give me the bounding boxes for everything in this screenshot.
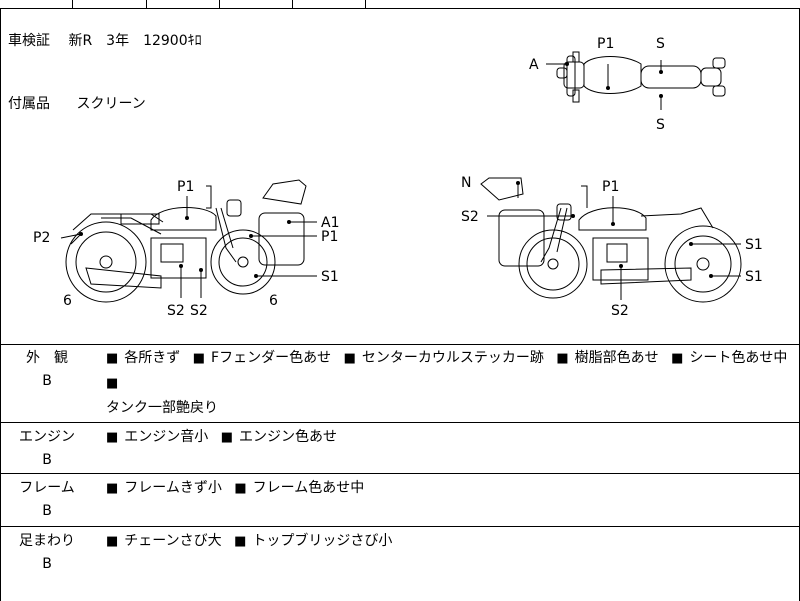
row-grade: B (42, 503, 52, 519)
condition-item: ■チェーンさび大 (106, 533, 222, 549)
damage-markers (79, 62, 713, 278)
row-label: 外 観 (26, 350, 68, 366)
label-left-a1: A1 (321, 215, 339, 231)
row-grade: B (42, 556, 52, 572)
row-label: エンジン (19, 429, 75, 445)
bullet: ■ (106, 376, 119, 391)
top-cell (72, 0, 147, 8)
vehicle-info-panel: 車検証 新R 3年 12900ｷﾛ 付属品 スクリーン (0, 8, 800, 345)
label-right-s1-b: S1 (745, 269, 763, 285)
label-left-s2a: S2 (167, 303, 185, 319)
condition-item: ■フレームきず小 (106, 480, 222, 496)
row-label: 足まわり (19, 533, 75, 549)
condition-item: ■Fフェンダー色あせ (192, 350, 332, 366)
condition-rows: 外 観 B ■各所きず ■Fフェンダー色あせ ■センターカウルステッカー跡 ■樹… (0, 344, 800, 601)
label-left-s2b: S2 (190, 303, 208, 319)
label-left-p1-right: P1 (321, 229, 338, 245)
label-top-s-bottom: S (656, 117, 665, 133)
top-cell (219, 0, 293, 8)
row-frame: フレーム B ■フレームきず小 ■フレーム色あせ中 (1, 474, 799, 527)
label-right-s2-bottom: S2 (611, 303, 629, 319)
row-label: フレーム (19, 480, 75, 496)
label-left-p1: P1 (177, 179, 194, 195)
row-engine: エンジン B ■エンジン音小 ■エンジン色あせ (1, 423, 799, 474)
row-items: ■各所きず ■Fフェンダー色あせ ■センターカウルステッカー跡 ■樹脂部色あせ … (106, 346, 796, 420)
label-right-p1: P1 (602, 179, 619, 195)
inspection-value: 新R 3年 12900ｷﾛ (68, 33, 202, 49)
label-right-s2-top: S2 (461, 209, 479, 225)
label-top-p1: P1 (597, 36, 614, 52)
row-exterior: 外 観 B ■各所きず ■Fフェンダー色あせ ■センターカウルステッカー跡 ■樹… (1, 344, 799, 423)
damage-diagram: A P1 S S P1 P2 A1 P1 S1 S2 S2 6 6 N P1 S… (33, 36, 763, 319)
accessories-label: 付属品 (8, 96, 50, 112)
top-cell (146, 0, 220, 8)
label-right-s1-a: S1 (745, 237, 763, 253)
row-grade: B (42, 452, 52, 468)
condition-item: ■各所きず (106, 350, 181, 366)
condition-item: ■シート色あせ中 (671, 350, 788, 366)
top-view-motorcycle (556, 51, 726, 103)
top-cell (0, 0, 73, 8)
row-items: ■チェーンさび大 ■トップブリッジさび小 (106, 529, 796, 554)
label-left-p2: P2 (33, 230, 50, 246)
row-items: ■エンジン音小 ■エンジン色あせ (106, 425, 796, 450)
row-items: ■フレームきず小 ■フレーム色あせ中 (106, 476, 796, 501)
label-top-a: A (529, 57, 539, 73)
leader-lines (60, 60, 741, 300)
condition-item: ■エンジン音小 (106, 429, 209, 445)
condition-item: ■センターカウルステッカー跡 (343, 350, 544, 366)
row-grade: B (42, 373, 52, 389)
condition-item: ■フレーム色あせ中 (234, 480, 365, 496)
row-suspension: 足まわり B ■チェーンさび大 ■トップブリッジさび小 (1, 527, 799, 601)
condition-item: ■トップブリッジさび小 (234, 533, 393, 549)
left-side-motorcycle (65, 179, 307, 303)
label-right-n: N (461, 175, 471, 191)
label-top-s: S (656, 36, 665, 52)
condition-item: タンク一部艶戻り (106, 400, 218, 416)
inspection-label: 車検証 (8, 33, 50, 49)
condition-item: ■樹脂部色あせ (556, 350, 659, 366)
top-table-edge (0, 0, 800, 9)
label-left-6-right: 6 (269, 293, 278, 309)
right-side-motorcycle (480, 177, 742, 303)
accessories-line: 付属品 スクリーン (8, 95, 146, 113)
top-cell (292, 0, 366, 8)
condition-item: ■エンジン色あせ (220, 429, 338, 445)
accessories-value: スクリーン (76, 96, 146, 112)
inspection-line: 車検証 新R 3年 12900ｷﾛ (8, 32, 202, 50)
label-left-6: 6 (63, 293, 72, 309)
label-left-s1: S1 (321, 269, 339, 285)
